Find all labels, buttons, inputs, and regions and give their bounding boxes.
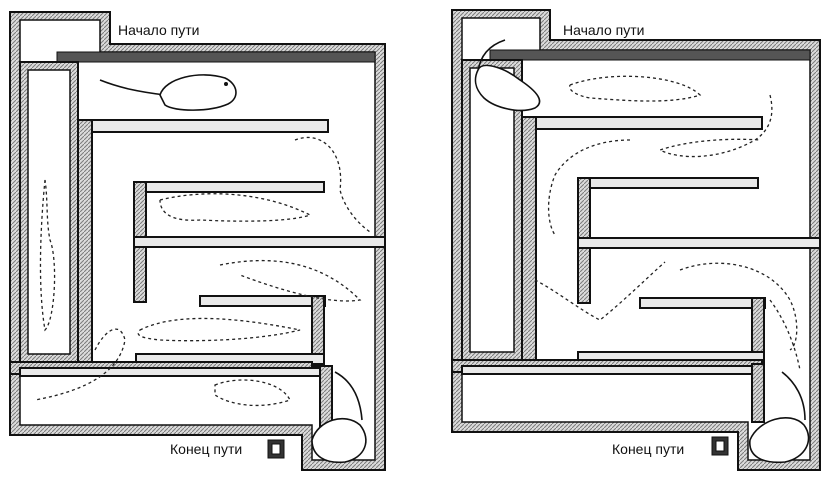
right-wall-bottom-inner bbox=[461, 365, 763, 375]
left-food-box-icon bbox=[267, 439, 285, 459]
right-wall-bracket bbox=[521, 116, 763, 130]
right-maze bbox=[451, 9, 821, 471]
right-trail-2 bbox=[658, 94, 773, 158]
right-start-rat-icon bbox=[474, 39, 541, 112]
left-trail-2 bbox=[159, 193, 312, 222]
left-wall-lower-ledge1 bbox=[199, 295, 326, 307]
left-wall-mid-post bbox=[133, 181, 147, 238]
left-trail-3 bbox=[294, 136, 371, 233]
left-wall-mid-ledge bbox=[133, 181, 325, 193]
right-wall-bottom-right bbox=[751, 363, 765, 423]
left-maze bbox=[9, 11, 386, 471]
right-trail-1 bbox=[569, 75, 702, 102]
right-food-box-icon bbox=[711, 436, 729, 456]
left-wall-lower-post2 bbox=[311, 295, 325, 367]
left-wall-bottom-inner bbox=[19, 367, 321, 377]
right-wall-center-bar bbox=[577, 237, 821, 249]
left-wall-bracket-post bbox=[77, 119, 93, 371]
right-wall-lower-ledge1 bbox=[639, 297, 766, 309]
right-wall-mid-ledge bbox=[577, 177, 759, 189]
left-wall-lower-post bbox=[133, 246, 147, 303]
right-wall-bracket-post bbox=[521, 116, 537, 368]
right-trail-6 bbox=[769, 299, 801, 371]
left-wall-bracket bbox=[77, 119, 329, 133]
right-end-rat-icon bbox=[749, 371, 810, 464]
right-wall-top-ledge bbox=[489, 49, 811, 61]
left-wall-bottom-right bbox=[319, 365, 333, 427]
right-trail-3 bbox=[547, 139, 631, 236]
left-trail-1 bbox=[39, 179, 56, 332]
right-wall-vertical-left-inner bbox=[469, 67, 515, 353]
left-end-label: Конец пути bbox=[170, 441, 243, 457]
left-start-label: Начало пути bbox=[118, 22, 200, 38]
left-end-rat-icon bbox=[311, 371, 367, 464]
left-wall-vertical-left-inner bbox=[27, 69, 71, 355]
left-trail-4 bbox=[219, 259, 362, 302]
right-end-label: Конец пути bbox=[612, 441, 685, 457]
right-wall-mid-post bbox=[577, 177, 591, 239]
right-wall-lower-post bbox=[577, 247, 591, 304]
right-start-label: Начало пути bbox=[563, 22, 645, 38]
left-trail-7 bbox=[214, 379, 291, 407]
left-wall-top-ledge bbox=[56, 51, 376, 63]
left-wall-center-bar bbox=[133, 236, 386, 248]
left-start-rat-icon bbox=[99, 74, 237, 111]
right-trail-4 bbox=[679, 262, 798, 351]
